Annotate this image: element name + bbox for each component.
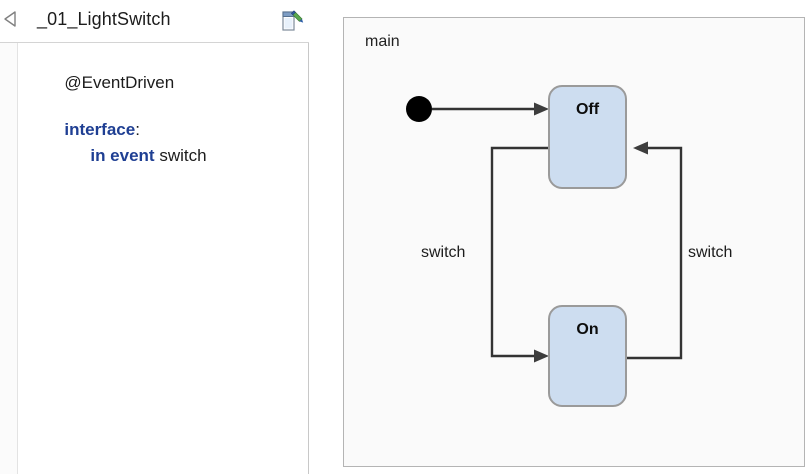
annotation-text: @EventDriven (64, 73, 175, 92)
editor-code-area[interactable]: @EventDriven interface: in event switch (19, 43, 308, 473)
arrow-head-icon (534, 349, 549, 363)
transition-label-on-to-off: switch (688, 244, 732, 261)
code-line-in-event: in event switch (62, 123, 207, 189)
state-on[interactable]: On (548, 305, 627, 407)
transition-off-to-on[interactable] (490, 146, 549, 363)
code-line-annotation: @EventDriven (36, 50, 174, 116)
transition-initial-to-off[interactable] (432, 102, 549, 116)
keyword-interface: interface (64, 120, 136, 139)
arrow-head-icon (633, 141, 648, 155)
state-on-box[interactable] (548, 305, 627, 407)
state-off-label: Off (576, 101, 600, 118)
editor-gutter (0, 0, 18, 474)
code-line-interface: interface: (36, 97, 140, 163)
state-on-label: On (576, 321, 598, 338)
keyword-in-event: in event (90, 146, 155, 165)
arrow-head-icon (534, 102, 549, 116)
event-name: switch (159, 146, 207, 165)
triangle-left-icon[interactable] (2, 10, 18, 28)
state-off[interactable]: Off (548, 85, 627, 189)
transition-label-off-to-on: switch (421, 244, 465, 261)
file-edit-icon[interactable] (278, 8, 304, 34)
statechart-canvas[interactable]: Off On switch switch (344, 18, 806, 468)
interface-colon: : (135, 120, 140, 139)
editor-title: _01_LightSwitch (37, 9, 171, 29)
initial-state-node[interactable] (406, 96, 432, 122)
region-label: main (365, 33, 400, 50)
text-editor-panel: _01_LightSwitch @EventDriven interface: … (0, 0, 309, 474)
statechart-diagram-panel[interactable]: main Off On switch swit (343, 17, 805, 467)
editor-header: _01_LightSwitch (0, 0, 309, 43)
state-off-box[interactable] (548, 85, 627, 189)
transition-on-to-off[interactable] (626, 141, 683, 360)
